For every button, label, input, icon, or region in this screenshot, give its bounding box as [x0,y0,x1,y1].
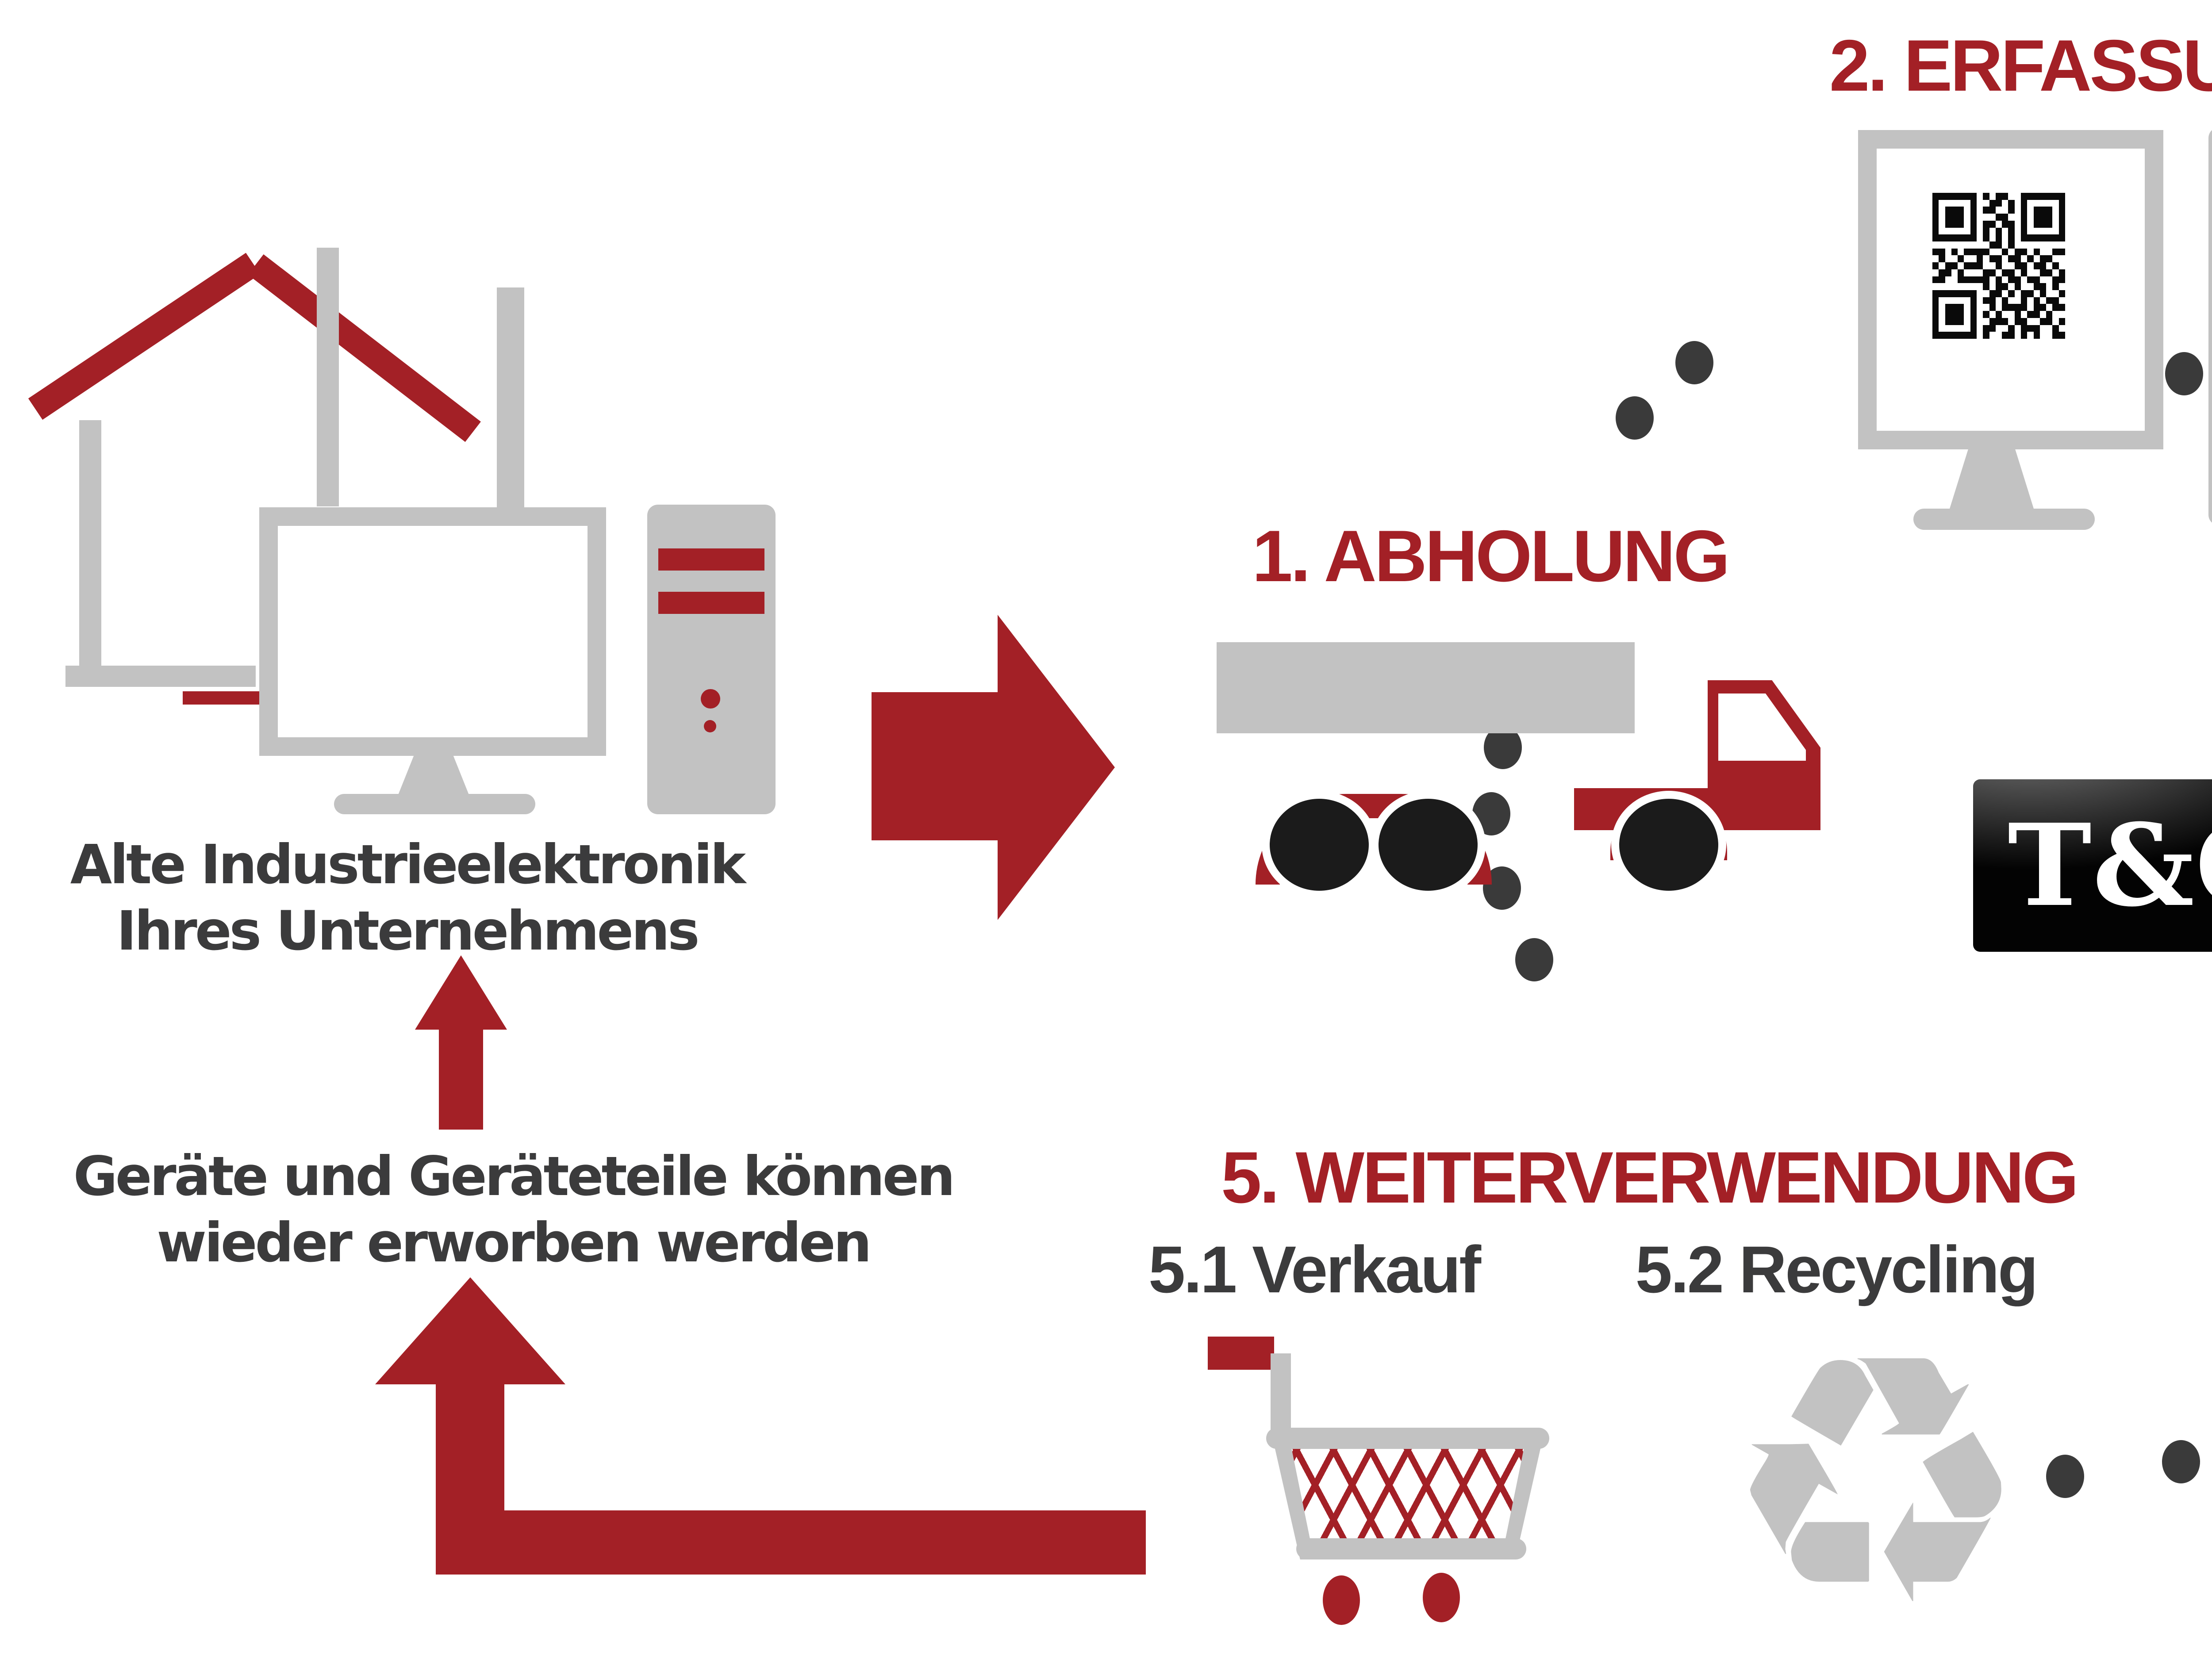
return-arrow-small-head [415,955,507,1030]
sublabel-verkauf: 5.1 Verkauf [1148,1232,1481,1307]
return-arrow-big-head [375,1277,565,1384]
source-label: Alte Industrieelektronik Ihres Unternehm… [40,831,774,964]
tg-logo: T&G [1973,779,2212,952]
source-label-line2: Ihres Unternehmens [116,900,699,962]
sublabel-recycling: 5.2 Recycling [1635,1232,2039,1307]
cart-handle-bar [1271,1353,1291,1435]
old-pc-power-button [701,689,720,709]
path-dot [1616,396,1654,440]
path-dot [2165,352,2203,395]
house-red-bar [183,691,262,705]
path-dot [1675,341,1713,384]
cart-mesh [1291,1449,1524,1539]
title-erfassung: 2. ERFASSUNG [1829,25,2212,106]
house-roof-right [248,254,481,442]
source-label-line1: Alte Industrieelektronik [70,833,746,896]
truck-wheel [1371,791,1486,899]
qr-code [1932,193,2065,339]
old-pc-monitor [259,507,606,756]
house-chimney [317,248,339,506]
path-dot [2162,1440,2200,1483]
recycling-icon: ♻ [1699,1300,2053,1659]
old-pc-power-led [704,720,716,732]
pickup-arrow-head [998,615,1115,920]
old-pc-tower-stripe [658,548,764,571]
truck-wheel [1262,791,1377,899]
return-label-line2: wieder erworben werden [157,1211,872,1274]
recycling-glyph: ♻ [1721,1281,2031,1659]
cart-rim [1266,1428,1549,1449]
title-weiterverwendung: 5. WEITERVERWENDUNG [1221,1137,2079,1218]
return-label: Geräte und Geräteteile können wieder erw… [58,1143,969,1276]
title-aufbereitung: 4. AUFBEREITUNG [2194,1144,2212,1217]
erfassung-tower [2208,127,2212,525]
path-dot [2046,1455,2084,1498]
house-right-wall [497,287,524,509]
house-floor-bar [65,666,256,687]
return-label-line1: Geräte und Geräteteile können [73,1145,956,1208]
cart-bottom-bar [1296,1538,1526,1559]
tg-logo-text: T&G [2008,799,2212,932]
erfassung-monitor-stand [1950,449,2034,509]
erfassung-monitor-base [1913,509,2095,530]
old-pc-monitor-stand [398,756,469,795]
pickup-arrow-shaft [872,692,999,840]
cart-wheel [1423,1573,1460,1622]
old-pc-monitor-base [334,794,535,814]
house-roof-left [28,253,261,420]
cart-handle [1208,1337,1274,1370]
title-abholung: 1. ABHOLUNG [1252,515,1730,597]
return-arrow-small-shaft [439,1027,483,1130]
path-dot [1515,938,1553,981]
return-arrow-big-bar [436,1510,1146,1575]
house-left-wall [79,420,101,666]
truck-wheel [1611,791,1726,899]
truck-trailer [1217,642,1635,733]
cart-wheel [1323,1575,1360,1625]
old-pc-tower-stripe [658,592,764,614]
